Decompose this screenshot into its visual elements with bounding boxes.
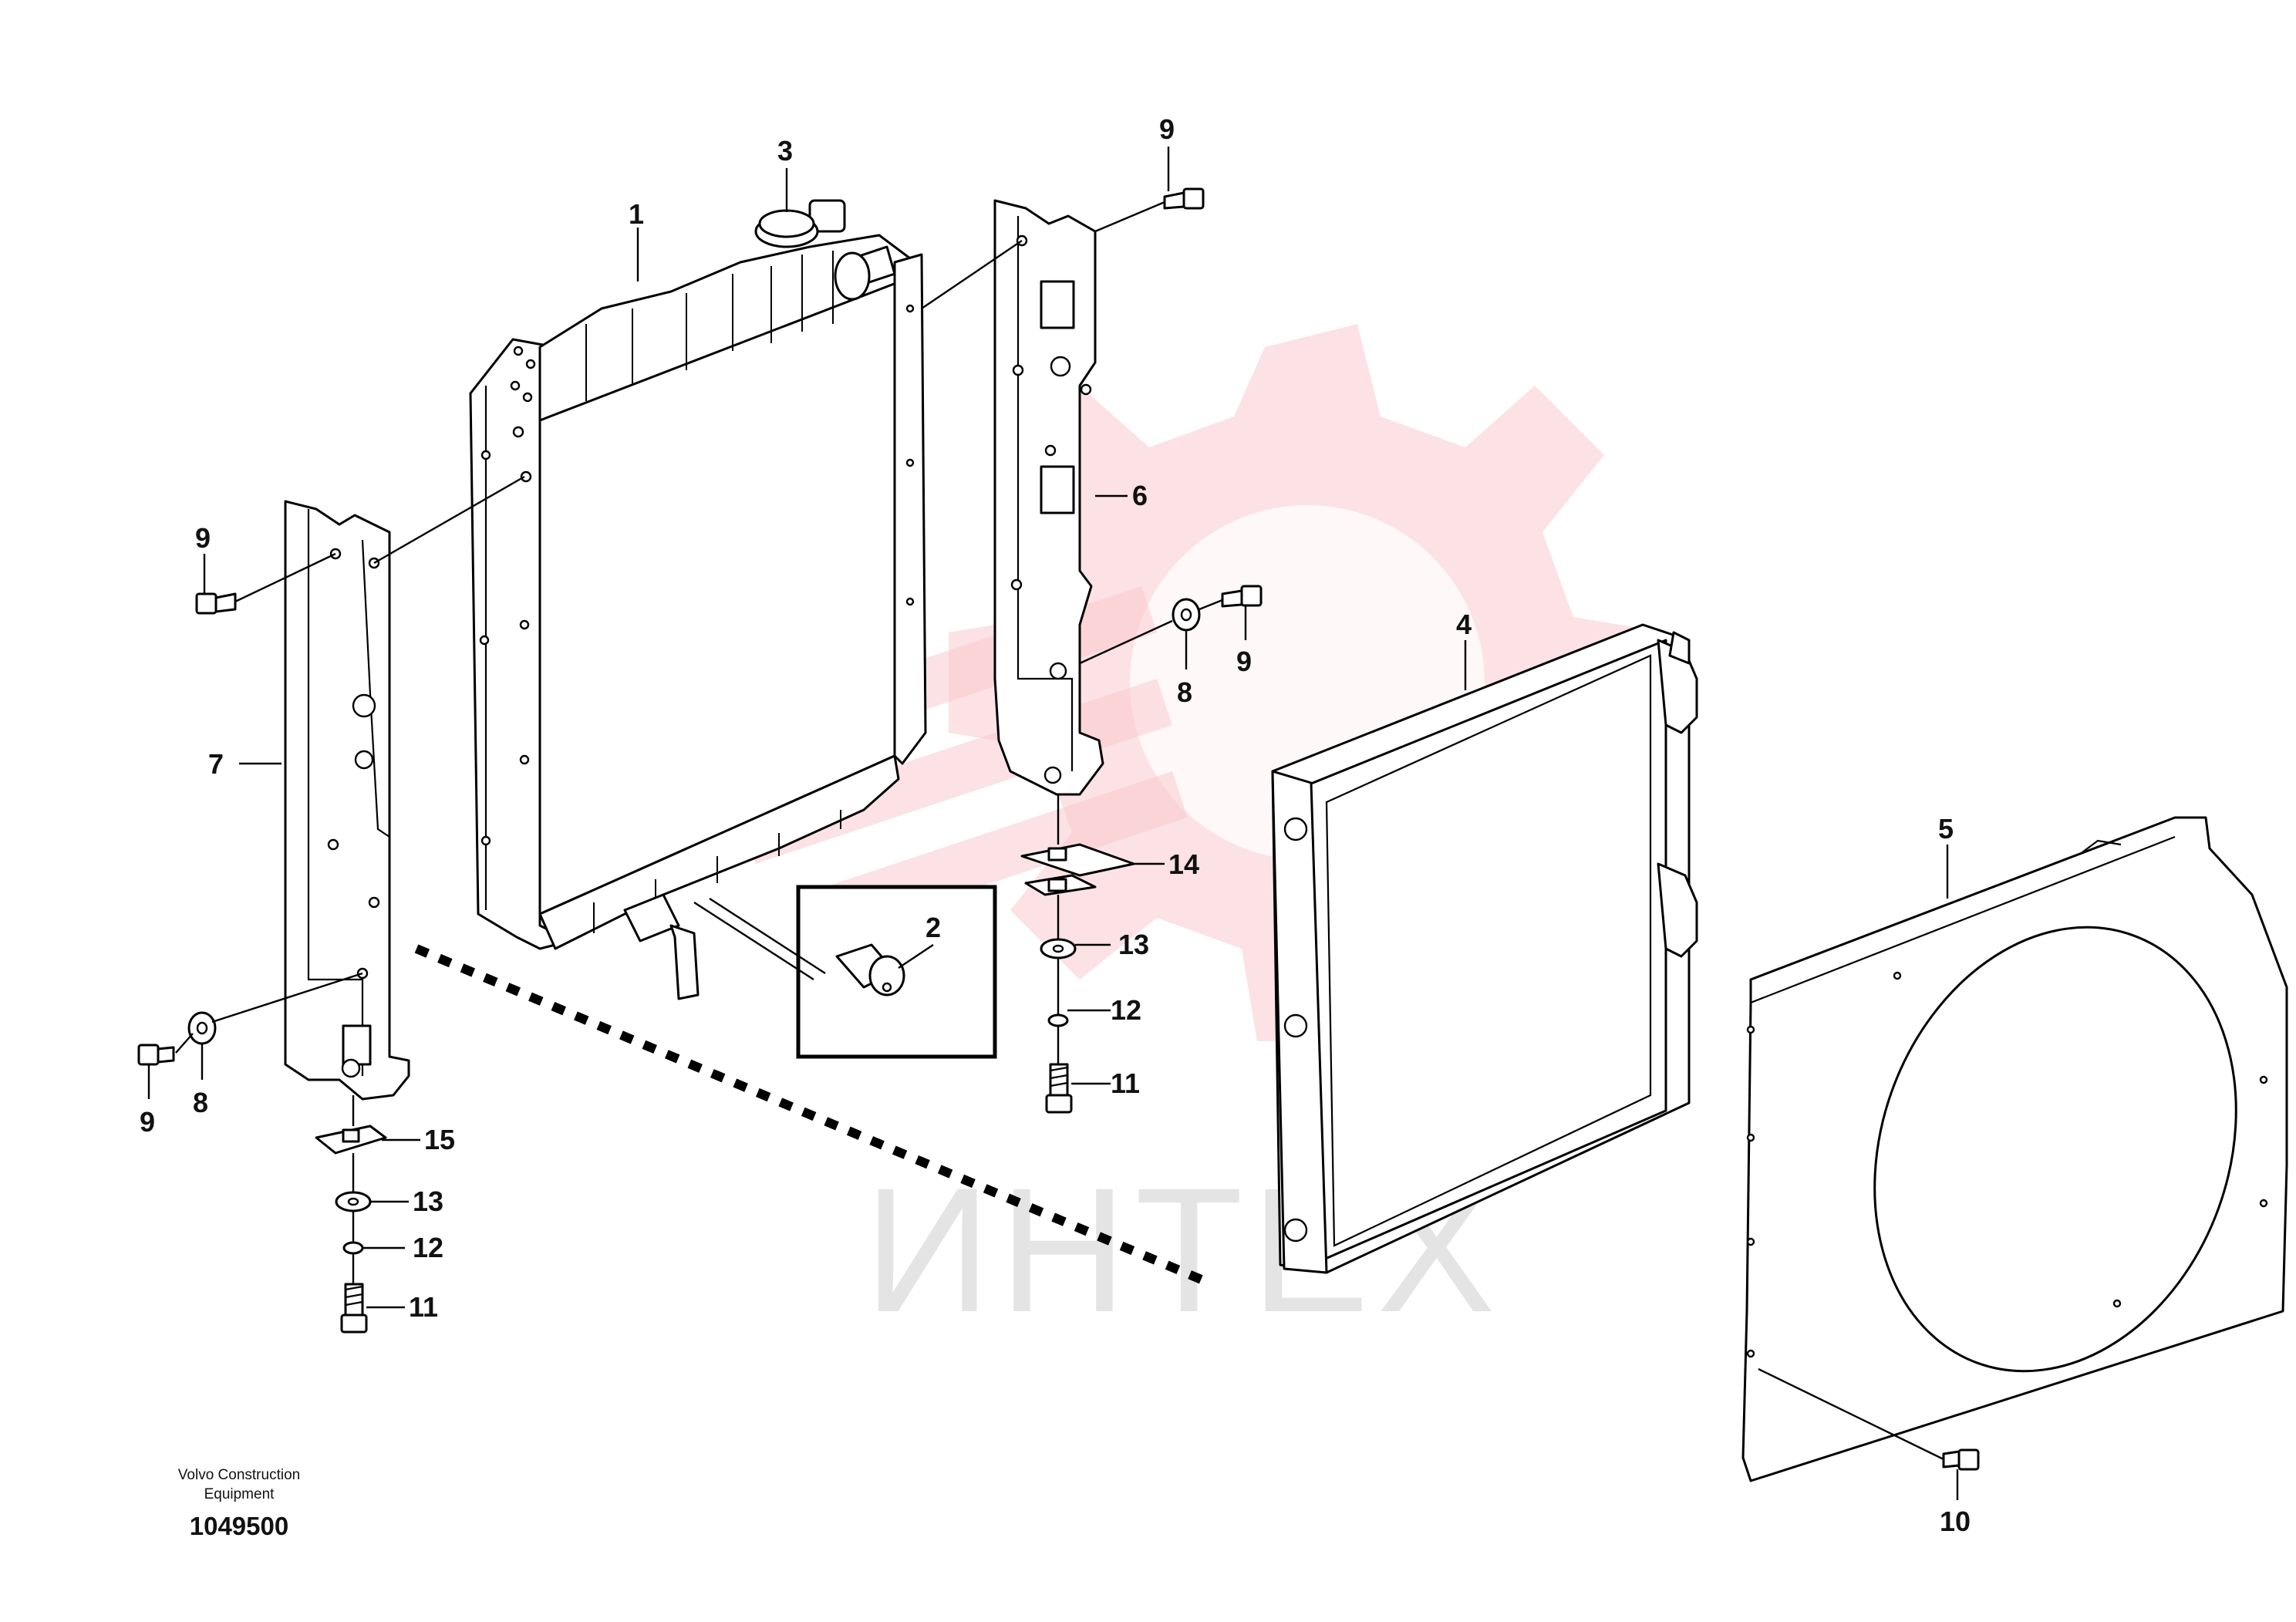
callout-4: 4 bbox=[1456, 609, 1472, 640]
callout-12-right: 12 bbox=[1111, 994, 1141, 1026]
callout-8-left: 8 bbox=[193, 1087, 208, 1118]
callout-13-right: 13 bbox=[1118, 929, 1149, 960]
fastener-washer-8-right bbox=[1079, 598, 1223, 665]
part-5-fan-shroud bbox=[1741, 816, 2288, 1482]
fastener-bolt-11-right bbox=[1045, 1063, 1073, 1114]
drawing-number: 1049500 bbox=[190, 1512, 288, 1540]
callout-12-left: 12 bbox=[413, 1232, 443, 1263]
callout-9-upper-left: 9 bbox=[195, 522, 211, 554]
part-4-oil-cooler bbox=[1271, 623, 1698, 1274]
callout-13-left: 13 bbox=[413, 1185, 443, 1217]
callout-1: 1 bbox=[629, 198, 644, 230]
fastener-washer-13-left bbox=[335, 1191, 372, 1212]
part-1-radiator bbox=[469, 199, 927, 1000]
callout-14: 14 bbox=[1168, 848, 1199, 880]
part-2-sensor-inset bbox=[693, 885, 997, 1059]
dashed-assembly-line bbox=[414, 944, 1205, 1285]
callout-11-right: 11 bbox=[1111, 1067, 1140, 1099]
fastener-lockwasher-12-right bbox=[1047, 1013, 1069, 1027]
callout-6: 6 bbox=[1132, 480, 1148, 511]
callout-3: 3 bbox=[777, 135, 793, 167]
callout-9-right-mid: 9 bbox=[1236, 646, 1252, 677]
fastener-bolt-9-top bbox=[1094, 187, 1205, 233]
callout-7: 7 bbox=[208, 748, 224, 780]
fastener-lockwasher-12-left bbox=[342, 1241, 364, 1255]
callout-15: 15 bbox=[424, 1124, 455, 1155]
radiator-to-bracket-line bbox=[921, 240, 1023, 309]
part-6-right-bracket bbox=[993, 199, 1104, 796]
fastener-bolt-9-upper-left bbox=[195, 552, 336, 615]
callout-11-left: 11 bbox=[409, 1291, 438, 1323]
fastener-washer-8-left bbox=[175, 972, 363, 1054]
fastener-bolt-10 bbox=[1758, 1367, 1980, 1471]
callout-8-right: 8 bbox=[1177, 676, 1192, 708]
fastener-bolt-9-lower-left bbox=[137, 1044, 175, 1066]
callout-9-lower-left: 9 bbox=[140, 1106, 155, 1138]
callout-5: 5 bbox=[1938, 813, 1954, 845]
fastener-plate-14 bbox=[1020, 843, 1135, 896]
part-7-left-bracket bbox=[284, 500, 410, 1101]
fastener-washer-13-right bbox=[1040, 938, 1077, 959]
brand-line-1: Volvo Construction bbox=[178, 1467, 300, 1483]
fastener-plate-15 bbox=[315, 1125, 387, 1155]
left-bracket-to-radiator-line bbox=[373, 475, 525, 565]
callout-10: 10 bbox=[1940, 1506, 1971, 1537]
fastener-bolt-11-left bbox=[340, 1283, 368, 1334]
fastener-bolt-9-right-mid bbox=[1221, 585, 1263, 608]
callout-2: 2 bbox=[925, 912, 941, 943]
brand-line-2: Equipment bbox=[204, 1486, 275, 1502]
callout-9-top: 9 bbox=[1159, 113, 1175, 145]
leader-2 bbox=[898, 944, 934, 969]
